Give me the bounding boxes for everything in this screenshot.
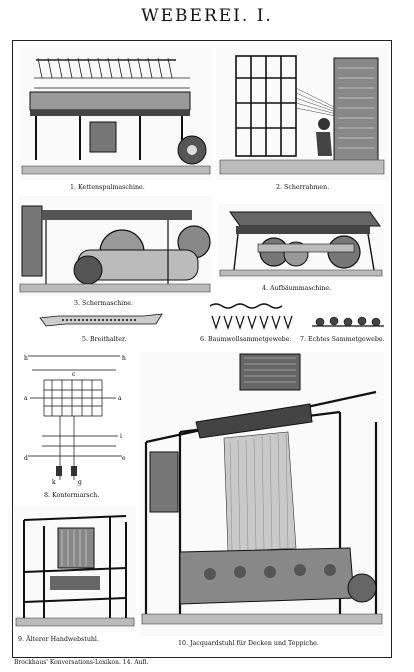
figure-handwebstuhl [14, 506, 136, 632]
figure-aufbaeummaschine [218, 204, 384, 280]
figure-breithalter [38, 312, 164, 330]
letter-k: k [52, 479, 56, 486]
caption-fig3: 3. Schermaschine. [74, 300, 133, 307]
figure-baumwollsammetgewebe [208, 302, 294, 332]
figure-kontermarsch: h h a a c i d e k g [22, 350, 130, 486]
caption-fig1: 1. Kettenspulmaschine. [70, 184, 145, 191]
letter-i: i [120, 433, 122, 440]
caption-fig4: 4. Aufbäummaschine. [262, 285, 332, 292]
plate-frame [12, 40, 392, 658]
caption-fig9: 9. Älterer Handwebstuhl. [18, 636, 99, 643]
figure-scherrahmen [216, 48, 388, 180]
figure-schermaschine [18, 196, 212, 296]
caption-fig8: 8. Kontermarsch. [44, 492, 100, 499]
caption-fig7: 7. Echtes Sammetgewebe. [300, 336, 385, 343]
page-title: WEBEREI. I. [141, 6, 273, 26]
footer-source: Brockhaus' Konversations-Lexikon. 14. Au… [14, 659, 149, 666]
letter-c: c [72, 371, 76, 378]
letter-g: g [78, 479, 82, 486]
letter-a-left: a [24, 395, 28, 402]
caption-fig2: 2. Scherrahmen. [276, 184, 330, 191]
letter-e: e [122, 455, 126, 462]
figure-echtes-sammetgewebe [310, 312, 386, 332]
letter-h-right: h [122, 355, 126, 362]
caption-fig5: 5. Breithalter. [82, 336, 127, 343]
caption-fig6: 6. Baumwollsammetgewebe. [200, 336, 292, 343]
letter-d: d [24, 455, 28, 462]
caption-fig10: 10. Jacquardstuhl für Decken und Teppich… [178, 640, 319, 647]
figure-kettenspulmaschine [20, 48, 212, 180]
figure-jacquardstuhl [140, 352, 384, 636]
letter-a-right: a [118, 395, 122, 402]
letter-h-left: h [24, 355, 28, 362]
